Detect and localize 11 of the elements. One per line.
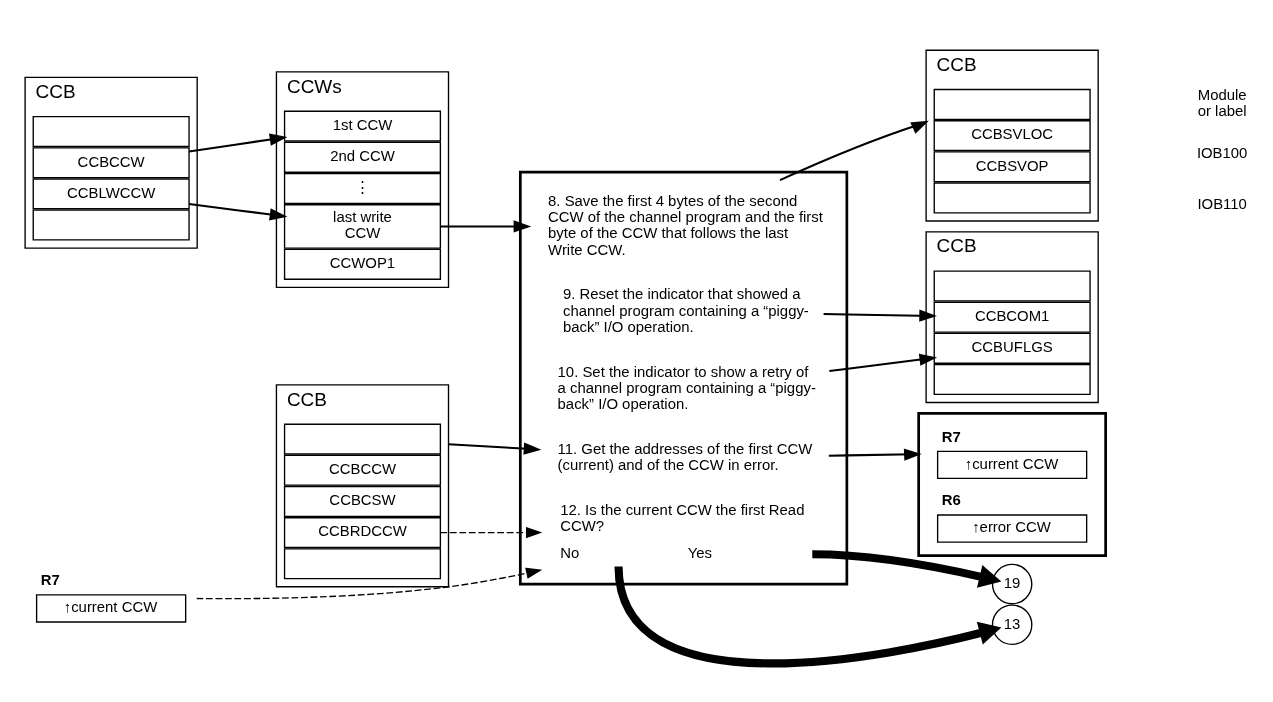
node-text: 9. Reset the indicator that showed a channel program containing a “piggy-back” I/O operation. [563,285,809,335]
label: IOB110 [1197,195,1247,212]
label: IOB100 [1196,144,1248,161]
node-text: 11. Get the addresses of the first CCW (current) and of the CCW in error. [557,440,813,473]
node-text: 12. Is the current CCW the first Read CCW? No Yes [560,501,805,561]
label: Module or label [1197,86,1247,119]
node-label: R7 [40,571,60,588]
node-label: R7 [941,428,961,445]
node-label: R6 [941,491,961,508]
node-text: 10. Set the indicator to show a retry of a channel program containing a “piggy-back” I/O operation. [557,363,816,412]
node-text: 8. Save the first 4 bytes of the second CCW of the channel program and the first byte of the CCW that follows the last Write CCW. [548,192,823,258]
